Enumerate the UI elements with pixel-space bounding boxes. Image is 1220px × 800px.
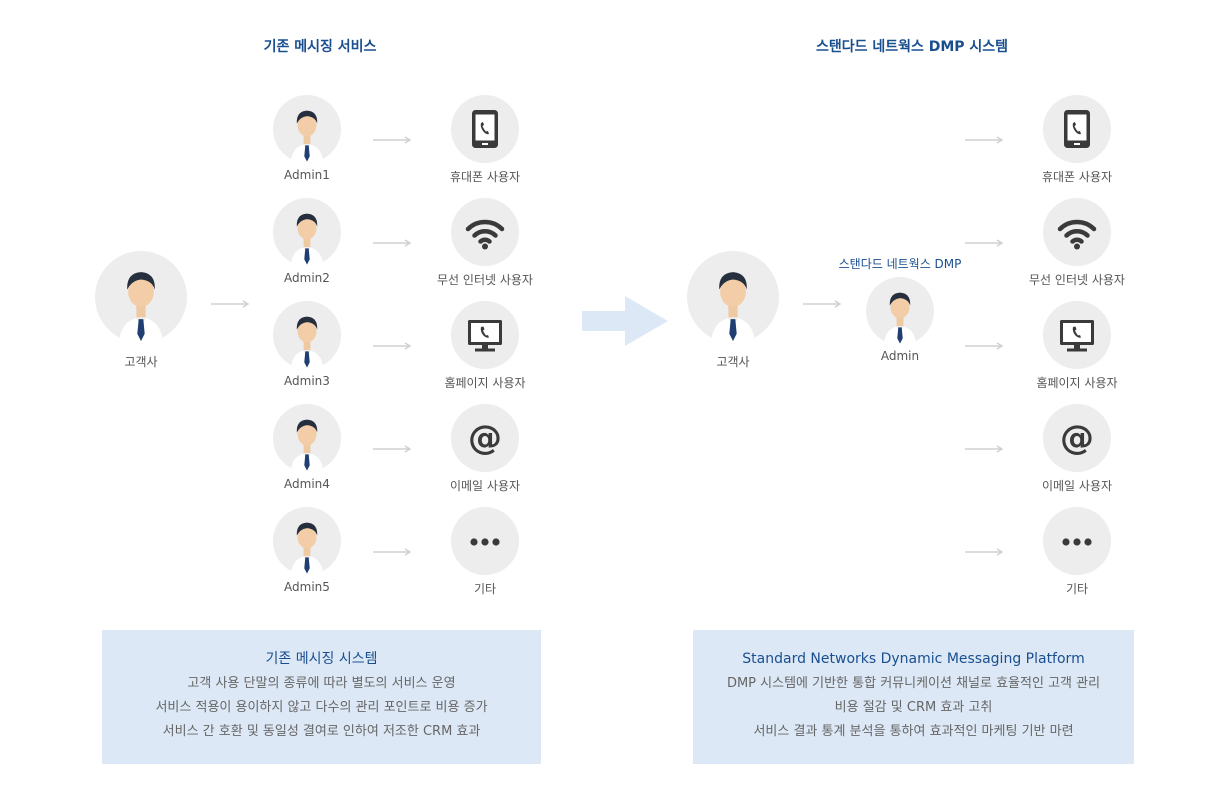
wifi-icon	[1057, 219, 1097, 250]
phone-icon	[1064, 110, 1090, 148]
person-icon	[290, 522, 324, 575]
person-icon	[290, 316, 324, 369]
channel-circle	[451, 301, 519, 369]
admin-label: Admin5	[284, 580, 330, 594]
person-icon	[710, 272, 756, 343]
channel-label: 무선 인터넷 사용자	[437, 273, 533, 287]
customer-avatar	[687, 251, 779, 343]
arrow-customer-admins	[211, 300, 250, 308]
admin-label: Admin3	[284, 374, 330, 388]
admin-avatar	[273, 507, 341, 575]
arrow	[373, 548, 412, 556]
arrow	[373, 445, 412, 453]
right-box-title: Standard Networks Dynamic Messaging Plat…	[742, 651, 1085, 667]
channel-label: 기타	[473, 582, 497, 596]
right-box-line: DMP 시스템에 기반한 통합 커뮤니케이션 채널로 효율적인 고객 관리	[726, 676, 1101, 691]
channel-label: 휴대폰 사용자	[449, 170, 521, 184]
channel-label: 이메일 사용자	[1041, 479, 1113, 493]
channel-circle: @	[451, 404, 519, 472]
channel-circle	[451, 507, 519, 575]
admin-label: Admin1	[284, 168, 330, 182]
left-box-line: 서비스 간 호환 및 동일성 결여로 인하여 저조한 CRM 효과	[162, 724, 481, 739]
customer-label: 고객사	[124, 355, 158, 369]
person-icon	[883, 292, 917, 345]
transition-arrow-icon	[582, 296, 668, 346]
channel-label: 기타	[1065, 582, 1089, 596]
arrow	[965, 445, 1004, 453]
arrow	[965, 136, 1004, 144]
channel-circle	[451, 95, 519, 163]
arrow	[965, 342, 1004, 350]
dmp-label: 스탠다드 네트웍스 DMP	[838, 257, 962, 271]
arrow	[373, 342, 412, 350]
monitor-icon	[468, 320, 502, 352]
arrow	[373, 136, 412, 144]
right-info-box: Standard Networks Dynamic Messaging Plat…	[693, 630, 1134, 764]
admin-avatar	[273, 95, 341, 163]
channel-circle	[1043, 95, 1111, 163]
channel-circle: @	[1043, 404, 1111, 472]
dmp-admin-avatar	[866, 277, 934, 345]
more-icon	[1062, 538, 1092, 546]
left-title: 기존 메시징 서비스	[263, 39, 377, 55]
wifi-icon	[465, 219, 505, 250]
right-box-line: 비용 절감 및 CRM 효과 고취	[834, 700, 993, 715]
customer-avatar	[95, 251, 187, 343]
at-icon: @	[1060, 418, 1094, 458]
channel-circle	[1043, 301, 1111, 369]
channel-label: 홈페이지 사용자	[1036, 376, 1118, 390]
monitor-icon	[1060, 320, 1094, 352]
at-icon: @	[468, 418, 502, 458]
arrow	[373, 239, 412, 247]
person-icon	[118, 272, 164, 343]
left-box-title: 기존 메시징 시스템	[265, 651, 378, 667]
person-icon	[290, 110, 324, 163]
left-box-line: 고객 사용 단말의 종류에 따라 별도의 서비스 운영	[187, 676, 456, 691]
phone-icon	[472, 110, 498, 148]
channel-circle	[451, 198, 519, 266]
left-info-box: 기존 메시징 시스템 고객 사용 단말의 종류에 따라 별도의 서비스 운영 서…	[102, 630, 541, 764]
svg-text:@: @	[468, 418, 502, 458]
admin-avatar	[273, 301, 341, 369]
arrow	[965, 239, 1004, 247]
right-box-line: 서비스 결과 통계 분석을 통하여 효과적인 마케팅 기반 마련	[753, 724, 1074, 739]
dmp-admin-label: Admin	[880, 349, 920, 363]
admin-avatar	[273, 198, 341, 266]
customer-label: 고객사	[716, 355, 750, 369]
person-icon	[290, 419, 324, 472]
arrow	[965, 548, 1004, 556]
more-icon	[470, 538, 500, 546]
admin-avatar	[273, 404, 341, 472]
left-box-line: 서비스 적용이 용이하지 않고 다수의 관리 포인트로 비용 증가	[155, 700, 488, 715]
channel-label: 홈페이지 사용자	[444, 376, 526, 390]
channel-label: 이메일 사용자	[449, 479, 521, 493]
admin-label: Admin2	[284, 271, 330, 285]
channel-label: 휴대폰 사용자	[1041, 170, 1113, 184]
svg-text:@: @	[1060, 418, 1094, 458]
channel-circle	[1043, 198, 1111, 266]
channel-label: 무선 인터넷 사용자	[1029, 273, 1125, 287]
channel-circle	[1043, 507, 1111, 575]
admin-label: Admin4	[284, 477, 330, 491]
arrow-customer-dmp	[803, 300, 842, 308]
right-title: 스탠다드 네트웍스 DMP 시스템	[815, 39, 1009, 55]
person-icon	[290, 213, 324, 266]
